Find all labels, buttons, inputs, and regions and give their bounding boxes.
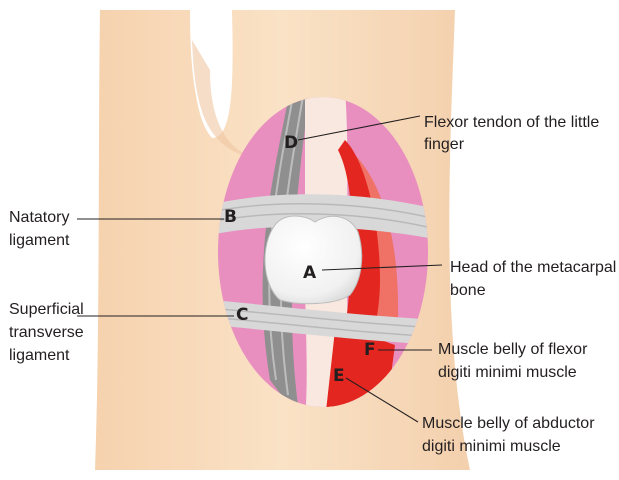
label-natatory-ligament: Natatory ligament xyxy=(9,209,70,249)
svg-text:Muscle belly of abductor: Muscle belly of abductor xyxy=(422,415,595,432)
svg-text:finger: finger xyxy=(424,136,465,153)
svg-text:digiti minimi muscle: digiti minimi muscle xyxy=(438,364,577,381)
letter-c: C xyxy=(236,305,248,325)
svg-text:ligament: ligament xyxy=(9,232,70,249)
label-flexor-digiti-minimi: Muscle belly of flexor digiti minimi mus… xyxy=(438,341,588,381)
svg-text:digiti minimi muscle: digiti minimi muscle xyxy=(422,438,561,455)
svg-text:Natatory: Natatory xyxy=(9,209,69,226)
svg-text:Head of the metacarpal: Head of the metacarpal xyxy=(450,259,616,276)
letter-d: D xyxy=(284,133,298,153)
letter-f: F xyxy=(364,340,376,360)
svg-text:bone: bone xyxy=(450,282,486,299)
letter-a: A xyxy=(303,263,317,283)
svg-text:Muscle belly of flexor: Muscle belly of flexor xyxy=(438,341,588,358)
label-superficial-transverse-ligament: Superficial transverse ligament xyxy=(9,301,84,364)
letter-e: E xyxy=(333,366,345,386)
svg-text:Flexor tendon of the little: Flexor tendon of the little xyxy=(424,114,599,131)
svg-text:ligament: ligament xyxy=(9,347,70,364)
svg-text:Superficial: Superficial xyxy=(9,301,84,318)
metacarpal-head xyxy=(265,216,362,304)
letter-b: B xyxy=(224,207,237,227)
svg-text:transverse: transverse xyxy=(9,324,84,341)
label-head-metacarpal: Head of the metacarpal bone xyxy=(450,259,616,299)
